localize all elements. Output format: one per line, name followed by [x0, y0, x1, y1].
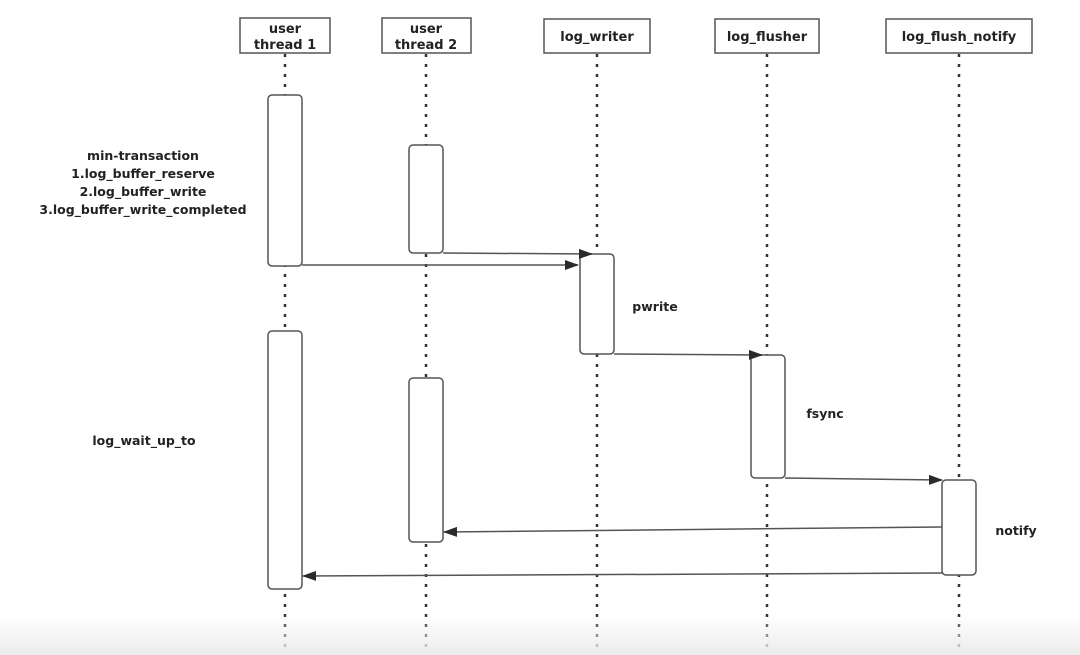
activation-user-thread-1-log-wait[interactable]	[267, 330, 303, 590]
participant-label-line-2: thread 2	[395, 38, 457, 53]
messages	[302, 248, 943, 581]
note-log-wait-up-to: log_wait_up_to	[92, 433, 196, 449]
participant-label: log_writer	[560, 30, 634, 45]
activation-user-thread-1-min-transaction[interactable]	[267, 94, 303, 267]
note-notify: notify	[995, 523, 1036, 538]
participant-label: log_flush_notify	[902, 30, 1017, 45]
activation-user-thread-2-min-transaction[interactable]	[408, 144, 444, 254]
message-log-flusher-to-log-flush-notify[interactable]	[784, 474, 943, 485]
note-line: 2.log_buffer_write	[80, 184, 207, 200]
note-line: 3.log_buffer_write_completed	[39, 202, 246, 218]
participant-log-flush-notify[interactable]: log_flush_notify	[885, 18, 1033, 54]
participant-log-flusher[interactable]: log_flusher	[714, 18, 820, 54]
note-min-transaction: min-transaction 1.log_buffer_reserve 2.l…	[39, 148, 246, 218]
activations	[267, 94, 977, 590]
note-pwrite: pwrite	[632, 299, 677, 314]
activation-user-thread-2-log-wait[interactable]	[408, 377, 444, 543]
note-fsync: fsync	[806, 406, 843, 421]
lifelines	[283, 54, 961, 648]
message-log-flush-notify-to-user-thread-1[interactable]	[302, 570, 943, 581]
note-line: min-transaction	[87, 148, 199, 163]
note-line: 1.log_buffer_reserve	[71, 166, 215, 182]
participant-user-thread-1[interactable]: user thread 1	[239, 17, 331, 54]
activation-log-writer-pwrite[interactable]	[579, 253, 615, 355]
participant-label-line-1: user	[410, 22, 443, 37]
participant-label: log_flusher	[727, 30, 808, 45]
participant-log-writer[interactable]: log_writer	[543, 18, 651, 54]
participant-label-line-2: thread 1	[254, 38, 316, 53]
participant-user-thread-2[interactable]: user thread 2	[381, 17, 472, 54]
activation-log-flusher-fsync[interactable]	[750, 354, 786, 479]
participant-label-line-1: user	[269, 22, 302, 37]
message-user-thread-2-to-log-writer[interactable]	[442, 248, 593, 259]
message-log-writer-to-log-flusher[interactable]	[613, 349, 763, 360]
activation-log-flush-notify-notify[interactable]	[941, 479, 977, 576]
message-log-flush-notify-to-user-thread-2[interactable]	[443, 526, 943, 537]
